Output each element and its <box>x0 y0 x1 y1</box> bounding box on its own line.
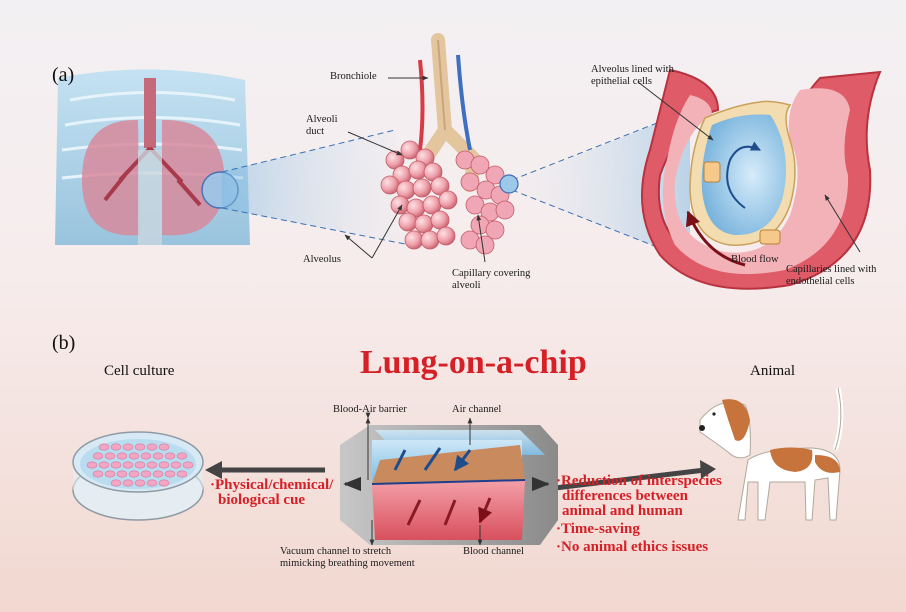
cultured-cell <box>123 462 133 468</box>
cultured-cell <box>135 480 145 486</box>
cultured-cell <box>111 462 121 468</box>
label-bronchiole: Bronchiole <box>330 71 377 83</box>
alveoli-cluster-illustration <box>381 40 514 254</box>
cultured-cell <box>165 471 175 477</box>
cultured-cell <box>153 453 163 459</box>
label-alveoli-duct-line2: duct <box>306 126 324 138</box>
cultured-cell <box>129 453 139 459</box>
alveolus-sac <box>476 236 494 254</box>
label-capillaries-line1: Capillaries lined with <box>786 264 876 276</box>
cultured-cell <box>141 453 151 459</box>
dog-illustration <box>699 388 841 520</box>
benefit-interspecies-line1: ·Reduction of interspecies <box>556 474 722 489</box>
cultured-cell <box>135 462 145 468</box>
panel-a-label: (a) <box>52 64 74 87</box>
cultured-cell <box>147 444 157 450</box>
cultured-cell <box>93 453 103 459</box>
alveolus-sac <box>399 213 417 231</box>
cultured-cell <box>183 462 193 468</box>
label-capillary-covering-line1: Capillary covering <box>452 268 530 280</box>
heading-animal: Animal <box>750 363 795 380</box>
benefit-interspecies-line3: animal and human <box>562 504 683 519</box>
cultured-cell <box>123 480 133 486</box>
cultured-cell <box>147 480 157 486</box>
alveolus-sac <box>415 215 433 233</box>
label-alveoli-duct-line1: Alveoli <box>306 114 338 126</box>
cultured-cell <box>111 444 121 450</box>
alveolus-sac <box>437 227 455 245</box>
cultured-cell <box>117 471 127 477</box>
heading-cell-culture: Cell culture <box>104 363 174 380</box>
cultured-cell <box>129 471 139 477</box>
benefit-interspecies-line2: differences between <box>562 489 688 504</box>
label-blood-air-barrier: Blood-Air barrier <box>333 404 407 416</box>
label-epithelial-line1: Alveolus lined with <box>591 64 674 76</box>
label-vacuum-line2: mimicking breathing movement <box>280 558 415 570</box>
alveolus-sac <box>486 221 504 239</box>
label-capillary-covering-line2: alveoli <box>452 280 481 292</box>
cultured-cell <box>165 453 175 459</box>
label-blood-channel: Blood channel <box>463 546 524 558</box>
cultured-cell <box>159 462 169 468</box>
alveolus-sac <box>381 176 399 194</box>
cultured-cell <box>141 471 151 477</box>
cultured-cell <box>135 444 145 450</box>
petri-dish-illustration <box>73 432 203 520</box>
cultured-cell <box>93 471 103 477</box>
cue-text-line1: ·Physical/chemical/ <box>210 478 333 493</box>
alveolus-sac <box>391 196 409 214</box>
cultured-cell <box>105 471 115 477</box>
alveolus-sac <box>496 201 514 219</box>
cultured-cell <box>87 462 97 468</box>
cultured-cell <box>147 462 157 468</box>
cultured-cell <box>117 453 127 459</box>
lung-chip-illustration <box>340 425 558 545</box>
label-air-channel: Air channel <box>452 404 501 416</box>
alveolus-sac <box>461 173 479 191</box>
cultured-cell <box>159 444 169 450</box>
cultured-cell <box>123 444 133 450</box>
alveolus-sac <box>413 179 431 197</box>
benefit-no-ethics: ·No animal ethics issues <box>556 540 708 555</box>
panel-b-label: (b) <box>52 332 75 355</box>
cultured-cell <box>99 444 109 450</box>
cultured-cell <box>153 471 163 477</box>
label-blood-flow: Blood flow <box>731 254 779 266</box>
cue-text-line2: biological cue <box>218 493 305 508</box>
label-epithelial-line2: epithelial cells <box>591 76 652 88</box>
cultured-cell <box>177 453 187 459</box>
cultured-cell <box>105 453 115 459</box>
cultured-cell <box>111 480 121 486</box>
label-alveolus: Alveolus <box>303 254 341 266</box>
alveolus-sac <box>439 191 457 209</box>
alveolus-sac <box>405 231 423 249</box>
label-vacuum-line1: Vacuum channel to stretch <box>280 546 391 558</box>
alveolus-sac <box>421 231 439 249</box>
cultured-cell <box>171 462 181 468</box>
label-capillaries-line2: endothelial cells <box>786 276 855 288</box>
lungs-torso-illustration <box>55 69 250 245</box>
alveolus-sac <box>431 211 449 229</box>
cultured-cell <box>159 480 169 486</box>
cultured-cell <box>99 462 109 468</box>
chip-title: Lung-on-a-chip <box>360 344 587 382</box>
benefit-time-saving: ·Time-saving <box>556 522 640 537</box>
cultured-cell <box>177 471 187 477</box>
alveolus-sac <box>471 156 489 174</box>
